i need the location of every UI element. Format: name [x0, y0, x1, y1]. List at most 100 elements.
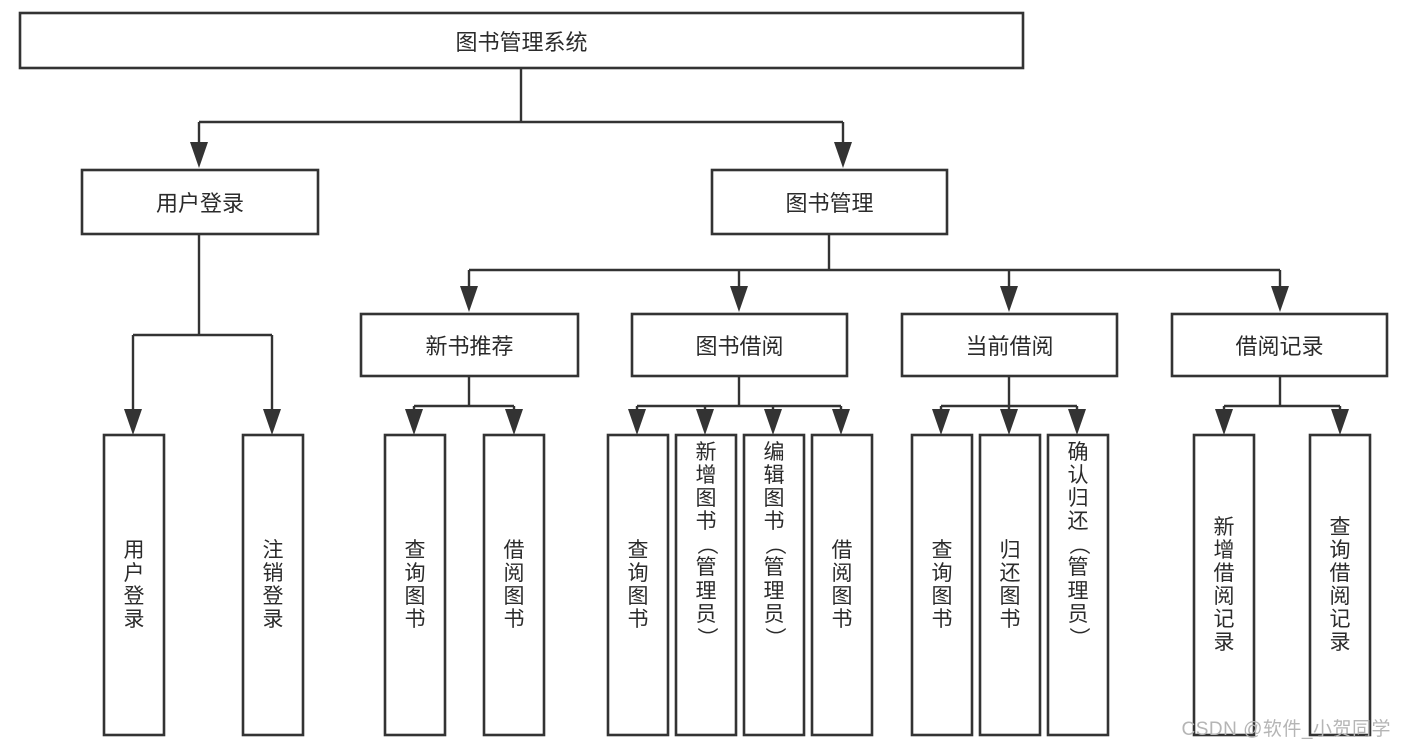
- leaf-query-record-box[interactable]: [1308, 433, 1372, 737]
- node-book-borrow-box[interactable]: [630, 312, 849, 378]
- vertical-glyph: 还: [999, 561, 1021, 585]
- vertical-glyph: 录: [1329, 631, 1351, 655]
- node-new-book-recommend-box[interactable]: [359, 312, 580, 378]
- leaf-query-book-1-label: 查询图书: [385, 435, 445, 735]
- vertical-glyph: 书: [695, 510, 717, 534]
- vertical-glyph: 记: [1329, 608, 1351, 632]
- vertical-glyph: 图: [999, 585, 1021, 608]
- vertical-glyph: 归: [1067, 487, 1089, 511]
- vertical-glyph: 管: [695, 556, 717, 580]
- leaf-borrow-book-1-label: 借阅图书: [484, 435, 544, 735]
- leaf-borrow-book-2-box[interactable]: [810, 433, 874, 737]
- leaf-add-record-box[interactable]: [1192, 433, 1256, 737]
- vertical-glyph: 理: [1067, 579, 1089, 603]
- leaf-logout-login-box[interactable]: [241, 433, 305, 737]
- node-borrow-record-box[interactable]: [1170, 312, 1389, 378]
- connector-bookborrow-to-leaves: [628, 376, 850, 435]
- leaf-add-book-label: 新增图书（管理员）: [676, 435, 736, 735]
- vertical-glyph: 归: [999, 538, 1021, 562]
- leaf-query-record-label: 查询借阅记录: [1310, 435, 1370, 735]
- vertical-glyph: 管: [1067, 556, 1089, 580]
- vertical-glyph: 询: [931, 561, 953, 585]
- leaf-user-login-label: 用户登录: [104, 435, 164, 735]
- leaf-add-book-box[interactable]: [674, 433, 738, 737]
- leaf-confirm-return-label: 确认归还（管理员）: [1048, 435, 1108, 735]
- leaf-add-record-label: 新增借阅记录: [1194, 435, 1254, 735]
- vertical-glyph: ）: [1066, 626, 1090, 648]
- vertical-glyph: 注: [262, 538, 284, 562]
- leaf-query-book-1-box[interactable]: [383, 433, 447, 737]
- leaf-query-book-2-label: 查询图书: [608, 435, 668, 735]
- vertical-glyph: 销: [262, 561, 284, 585]
- connector-userlogin-to-leaves: [124, 234, 281, 435]
- vertical-glyph: 录: [1213, 631, 1235, 655]
- leaf-query-book-3-label: 查询图书: [912, 435, 972, 735]
- vertical-glyph: 录: [123, 608, 145, 632]
- vertical-glyph: 阅: [1329, 585, 1351, 608]
- node-user-login-box[interactable]: [80, 168, 320, 236]
- vertical-glyph: 户: [123, 561, 145, 585]
- vertical-glyph: （: [762, 534, 786, 556]
- node-root-label: 图书管理系统: [455, 29, 588, 55]
- vertical-glyph: ）: [762, 626, 786, 648]
- vertical-glyph: 增: [695, 464, 717, 488]
- vertical-glyph: 询: [1329, 538, 1351, 562]
- vertical-glyph: 图: [404, 585, 426, 608]
- vertical-glyph: 查: [404, 538, 426, 562]
- node-root-box[interactable]: [18, 11, 1025, 70]
- leaf-user-login-box[interactable]: [102, 433, 166, 737]
- vertical-glyph: 增: [1213, 538, 1235, 562]
- vertical-glyph: 登: [123, 585, 145, 608]
- leaf-confirm-return-box[interactable]: [1046, 433, 1110, 737]
- node-borrow-record-label: 借阅记录: [1235, 334, 1324, 359]
- vertical-glyph: 图: [627, 585, 649, 608]
- vertical-glyph: 查: [931, 538, 953, 562]
- vertical-glyph: 查: [1329, 515, 1351, 539]
- leaf-borrow-book-1-box[interactable]: [482, 433, 546, 737]
- vertical-glyph: 员: [695, 602, 717, 626]
- node-book-borrow-label: 图书借阅: [695, 334, 784, 359]
- connector-root-to-level2: [190, 68, 852, 168]
- vertical-glyph: 管: [763, 556, 785, 580]
- node-book-management-box[interactable]: [710, 168, 949, 236]
- connector-bookmgmt-to-level3: [460, 234, 1289, 312]
- vertical-glyph: 编: [763, 441, 785, 464]
- vertical-glyph: 员: [1067, 602, 1089, 626]
- vertical-glyph: 新: [695, 441, 717, 464]
- vertical-glyph: （: [694, 534, 718, 556]
- vertical-glyph: 书: [763, 510, 785, 534]
- leaf-query-book-2-box[interactable]: [606, 433, 670, 737]
- connector-newbook-to-leaves: [405, 376, 523, 435]
- vertical-glyph: 借: [1213, 561, 1235, 585]
- vertical-glyph: 书: [931, 608, 953, 632]
- vertical-glyph: 书: [627, 608, 649, 632]
- leaf-return-book-box[interactable]: [978, 433, 1042, 737]
- vertical-glyph: 查: [627, 538, 649, 562]
- vertical-glyph: 图: [931, 585, 953, 608]
- vertical-glyph: 书: [404, 608, 426, 632]
- vertical-glyph: 阅: [831, 561, 853, 585]
- vertical-glyph: 图: [695, 487, 717, 511]
- connector-borrowrecord-to-leaves: [1215, 376, 1349, 435]
- vertical-glyph: 书: [831, 608, 853, 632]
- leaf-edit-book-box[interactable]: [742, 433, 806, 737]
- vertical-glyph: 员: [763, 602, 785, 626]
- leaf-query-book-3-box[interactable]: [910, 433, 974, 737]
- leaf-logout-login-label: 注销登录: [243, 435, 303, 735]
- leaf-borrow-book-2-label: 借阅图书: [812, 435, 872, 735]
- vertical-glyph: 认: [1067, 464, 1089, 488]
- vertical-glyph: 录: [262, 608, 284, 632]
- node-current-borrow-box[interactable]: [900, 312, 1119, 378]
- vertical-glyph: ）: [694, 626, 718, 648]
- vertical-glyph: 新: [1213, 515, 1235, 539]
- vertical-glyph: 借: [1329, 561, 1351, 585]
- vertical-glyph: 询: [627, 561, 649, 585]
- vertical-glyph: 理: [695, 579, 717, 603]
- node-user-login-label: 用户登录: [155, 191, 244, 216]
- vertical-glyph: 确: [1067, 441, 1089, 464]
- vertical-glyph: （: [1066, 534, 1090, 556]
- leaf-edit-book-label: 编辑图书（管理员）: [744, 435, 804, 735]
- vertical-glyph: 理: [763, 579, 785, 603]
